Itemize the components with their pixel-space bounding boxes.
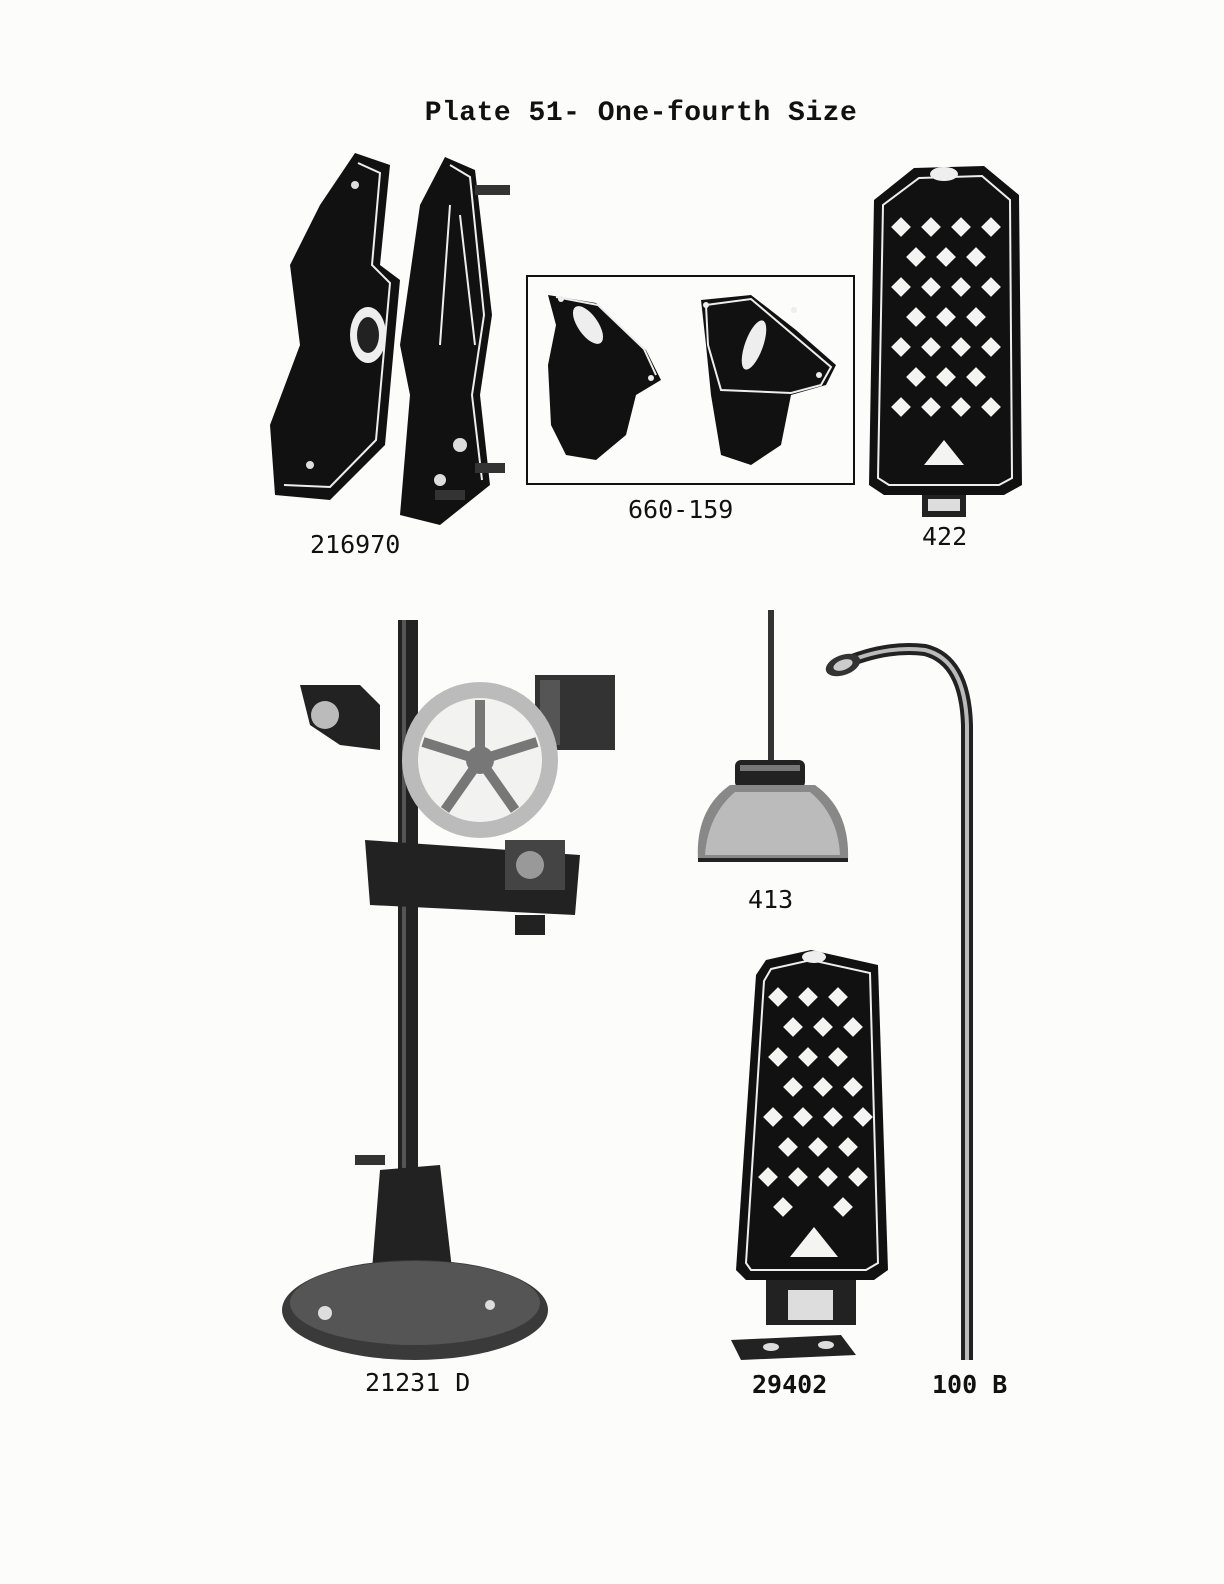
label-21231-d: 21231 D bbox=[365, 1368, 470, 1397]
label-216970: 216970 bbox=[310, 530, 400, 559]
label-660-159: 660-159 bbox=[628, 495, 733, 524]
hinge-brackets-illustration bbox=[526, 275, 856, 487]
lamp-rod-illustration bbox=[815, 635, 985, 1365]
plate-title: Plate 51- One-fourth Size bbox=[0, 98, 1224, 129]
winder-stand-illustration bbox=[280, 615, 640, 1360]
label-29402: 29402 bbox=[752, 1370, 827, 1399]
bracket-plate-illustration bbox=[260, 145, 520, 535]
label-100-b: 100 B bbox=[932, 1370, 1007, 1399]
label-413: 413 bbox=[748, 885, 793, 914]
label-422: 422 bbox=[922, 522, 967, 551]
treadle-small-illustration bbox=[864, 160, 1029, 525]
